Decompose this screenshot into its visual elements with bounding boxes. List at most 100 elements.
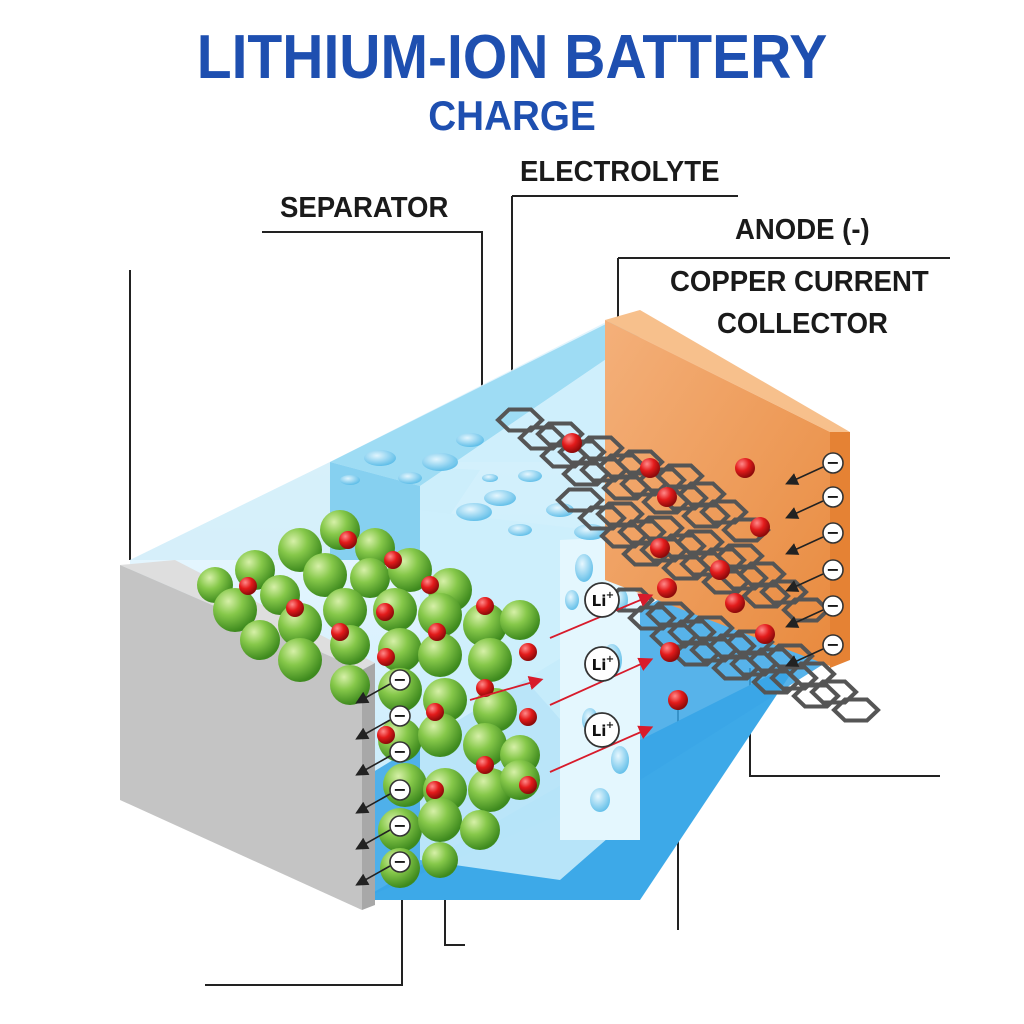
svg-text:+: + xyxy=(606,720,614,731)
svg-text:−: − xyxy=(826,453,839,472)
lithium-ion xyxy=(428,623,446,641)
lithium-ion xyxy=(562,433,582,453)
lithium-ion xyxy=(650,538,670,558)
svg-text:−: − xyxy=(826,560,839,579)
graphite-hex xyxy=(809,679,859,705)
lithium-ion xyxy=(377,726,395,744)
svg-text:Li: Li xyxy=(592,722,607,740)
svg-text:−: − xyxy=(826,487,839,506)
lithium-ion xyxy=(421,576,439,594)
lithium-ion xyxy=(640,458,660,478)
graphite-hex xyxy=(751,669,801,695)
graphite-hex xyxy=(627,605,677,631)
graphite-hex xyxy=(701,569,751,595)
lithium-ion xyxy=(519,643,537,661)
svg-text:−: − xyxy=(393,816,406,835)
lithium-ion-icon: Li+ xyxy=(584,712,620,748)
cathode-particle xyxy=(418,713,462,757)
electron-icon: − xyxy=(785,634,844,667)
graphite-hex xyxy=(741,583,791,609)
graphite-hex xyxy=(681,503,731,529)
lithium-ion xyxy=(239,577,257,595)
lithium-ion xyxy=(755,624,775,644)
lithium-ion xyxy=(660,642,680,662)
lithium-ion xyxy=(657,487,677,507)
svg-text:−: − xyxy=(393,742,406,761)
lithium-ion-transport: Li+Li+Li+ xyxy=(469,582,654,773)
electron-icon: − xyxy=(785,559,844,592)
lithium-ion xyxy=(668,690,688,710)
lithium-ion xyxy=(384,551,402,569)
svg-text:+: + xyxy=(606,590,614,601)
svg-text:−: − xyxy=(826,523,839,542)
graphite-hex xyxy=(661,555,711,581)
cathode-particle xyxy=(463,723,507,767)
page-title: LITHIUM-ION BATTERY xyxy=(196,23,828,92)
lithium-ion xyxy=(376,603,394,621)
graphite-hex xyxy=(641,489,691,515)
graphite-hex xyxy=(599,523,649,549)
electron-icon: − xyxy=(785,522,844,555)
cathode-particle xyxy=(468,638,512,682)
lithium-ion xyxy=(426,781,444,799)
label-anode: ANODE (-) xyxy=(735,214,870,246)
lithium-ion-icon: Li+ xyxy=(584,646,620,682)
graphite-hex xyxy=(729,651,779,677)
lithium-ion xyxy=(377,648,395,666)
svg-text:−: − xyxy=(826,596,839,615)
cathode-particle xyxy=(323,588,367,632)
lithium-ion xyxy=(426,703,444,721)
electron-icon: − xyxy=(355,669,411,704)
cathode-particle xyxy=(240,620,280,660)
svg-text:Li: Li xyxy=(592,592,607,610)
lithium-ion xyxy=(710,560,730,580)
leader-lines xyxy=(129,195,950,986)
page-subtitle: CHARGE xyxy=(428,92,596,139)
cathode-particle xyxy=(350,558,390,598)
cathode-particle xyxy=(460,810,500,850)
graphite-hex xyxy=(495,407,545,433)
ion-direction-arrow xyxy=(549,725,654,773)
cathode-particle xyxy=(213,588,257,632)
graphite-hex xyxy=(639,537,689,563)
electron-icon: − xyxy=(785,595,844,628)
anode-lithium-ions xyxy=(562,433,775,710)
lithium-ion xyxy=(519,708,537,726)
lithium-ion-icon: Li+ xyxy=(584,582,620,618)
label-collector-line2: COLLECTOR xyxy=(717,308,888,340)
graphite-hex xyxy=(601,475,651,501)
cathode-particle xyxy=(373,588,417,632)
graphite-hex xyxy=(711,655,761,681)
electrons: −−−−−−−−−−−− xyxy=(355,452,844,886)
cathode-particle xyxy=(418,633,462,677)
cathode-particle xyxy=(463,603,507,647)
svg-text:+: + xyxy=(606,654,614,665)
graphite-hex xyxy=(555,487,605,513)
cathode-particle xyxy=(418,593,462,637)
graphite-hex xyxy=(561,461,611,487)
label-electrolyte: ELECTROLYTE xyxy=(520,156,720,188)
lithium-ion xyxy=(735,458,755,478)
electron-icon: − xyxy=(355,779,411,814)
cathode-particle xyxy=(418,798,462,842)
label-separator: SEPARATOR xyxy=(280,192,449,224)
graphite-hex xyxy=(577,505,627,531)
graphite-hex xyxy=(649,623,699,649)
electron-icon: − xyxy=(355,851,411,886)
cathode-particle xyxy=(422,842,458,878)
electron-icon: − xyxy=(355,741,411,776)
graphite-hex xyxy=(517,425,567,451)
cathode-particle xyxy=(303,553,347,597)
lithium-ion xyxy=(725,593,745,613)
lithium-ion xyxy=(286,599,304,617)
lithium-ion xyxy=(657,578,677,598)
svg-text:−: − xyxy=(393,670,406,689)
lithium-ion xyxy=(476,597,494,615)
graphite-hex xyxy=(769,665,819,691)
electron-icon: − xyxy=(355,815,411,850)
svg-text:Li: Li xyxy=(592,656,607,674)
graphite-hex xyxy=(831,697,881,723)
svg-text:−: − xyxy=(826,635,839,654)
